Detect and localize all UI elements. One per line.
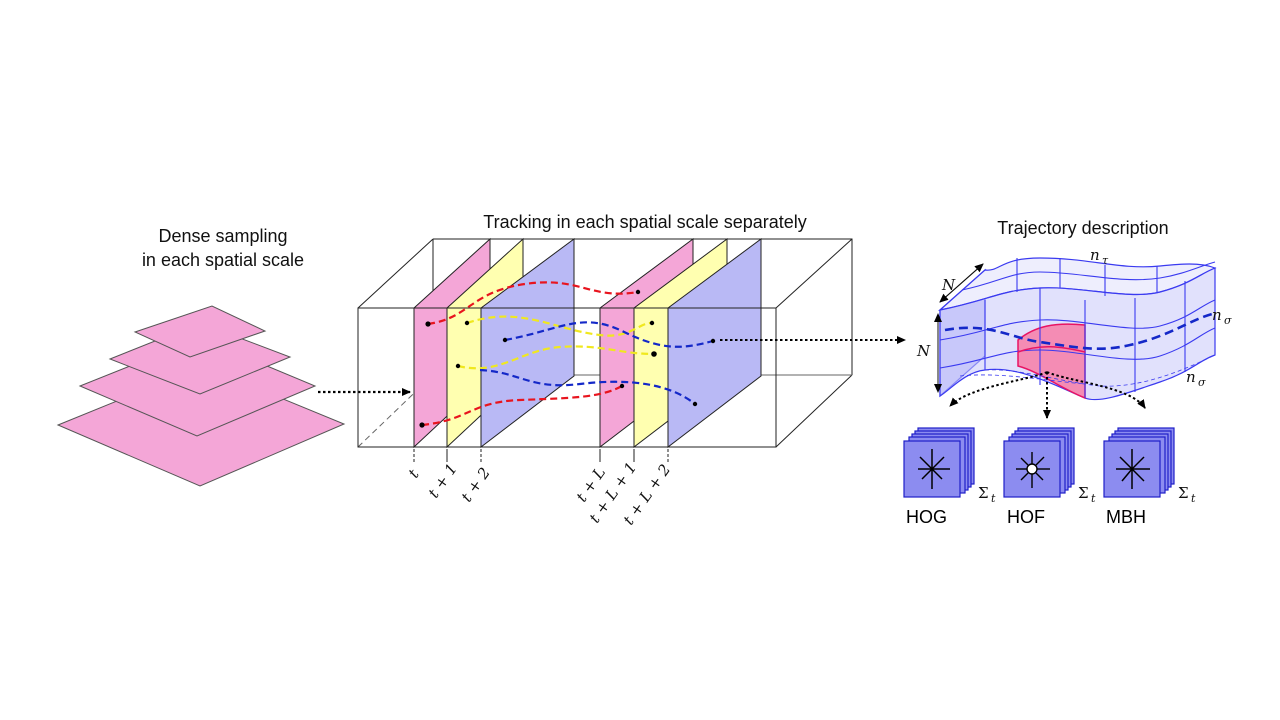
sum-hof: Σ xyxy=(1078,484,1089,502)
descriptor-name-mbh: MBH xyxy=(1106,507,1146,527)
trajectory-description-title: Trajectory description xyxy=(997,218,1169,238)
trajectory-red-2 xyxy=(421,385,623,427)
grid-trajectory-dashed xyxy=(944,312,1213,350)
trajectory-yellow-2 xyxy=(457,345,655,370)
descriptor-arrows xyxy=(949,371,1146,419)
time-label-t: t xyxy=(405,465,424,481)
descriptor-name-hof: HOF xyxy=(1007,507,1045,527)
dense-sampling-title-line1: Dense sampling xyxy=(158,226,288,246)
label-n-sigma-bottom: n xyxy=(1186,368,1196,386)
frame-t-plus-2 xyxy=(480,238,575,449)
label-N-top: N xyxy=(941,276,956,294)
frame-group-1 xyxy=(413,237,575,449)
mbh-icon xyxy=(1116,449,1150,489)
dimension-arrows xyxy=(934,263,984,393)
sum-mbh-sub: t xyxy=(1191,492,1196,505)
sum-hog: Σ xyxy=(978,484,989,502)
sum-mbh: Σ xyxy=(1178,484,1189,502)
descriptor-hog xyxy=(903,427,975,498)
pyramid-layer-1 xyxy=(133,305,267,358)
label-N-left: N xyxy=(916,342,931,360)
trajectory-blue-2 xyxy=(479,368,696,405)
label-n-sigma-bottom-sub: σ xyxy=(1198,376,1206,389)
label-n-tau: n xyxy=(1090,246,1100,264)
descriptor-mbh xyxy=(1103,427,1175,498)
time-label-t-plus-2: t + 2 xyxy=(458,464,494,505)
trajectory-yellow-1 xyxy=(466,315,653,337)
frame-group-2 xyxy=(599,238,762,449)
descriptor-name-hog: HOG xyxy=(906,507,948,527)
video-volume-front xyxy=(357,307,777,448)
sum-hog-sub: t xyxy=(991,492,996,505)
frame-t-plus-L-plus-2 xyxy=(667,238,762,449)
time-label-t-plus-1: t + 1 xyxy=(425,460,461,501)
trajectory-blue-1 xyxy=(504,321,714,348)
dense-sampling-title-line2: in each spatial scale xyxy=(141,250,305,270)
label-n-tau-sub: τ xyxy=(1102,254,1109,267)
grid-highlight-cell xyxy=(1017,323,1086,400)
hog-icon xyxy=(918,449,950,489)
sum-hof-sub: t xyxy=(1091,492,1096,505)
descriptor-sums: Σ t Σ t Σ t xyxy=(978,484,1196,505)
label-n-sigma-right: n xyxy=(1212,306,1222,324)
tracking-title: Tracking in each spatial scale separatel… xyxy=(483,212,807,232)
descriptor-hof xyxy=(1003,427,1075,498)
hof-icon xyxy=(1016,452,1050,488)
dense-sampling-title: Dense sampling in each spatial scale xyxy=(118,224,328,272)
trajectory-points xyxy=(419,289,716,428)
trajectories xyxy=(421,281,714,427)
trajectory-grid xyxy=(937,257,1217,401)
time-ticks xyxy=(413,449,669,462)
label-n-sigma-right-sub: σ xyxy=(1224,314,1232,327)
image-pyramid xyxy=(56,305,346,487)
